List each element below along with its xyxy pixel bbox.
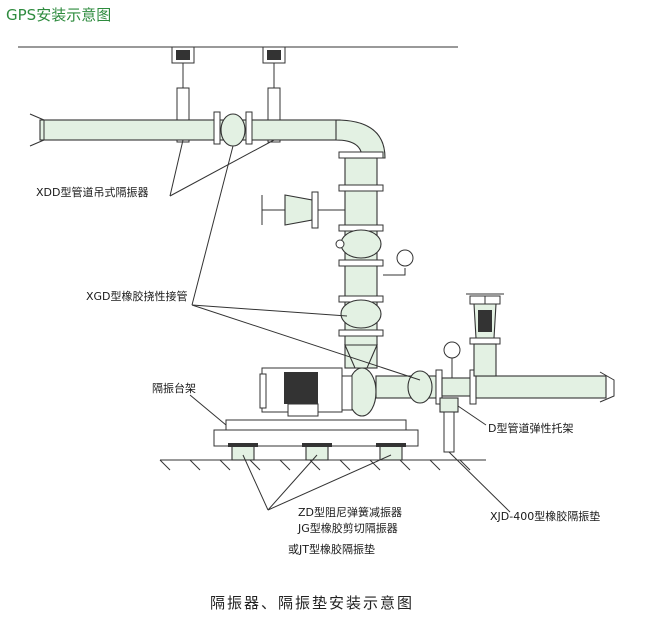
label-jg: JG型橡胶剪切隔振器 [297, 521, 398, 535]
isolator-right [376, 443, 406, 461]
lower-horizontal-pipe [375, 369, 615, 405]
isolator-mid [302, 443, 332, 461]
vibration-platform [213, 419, 419, 447]
d-type-support [439, 397, 459, 453]
leader-lines [169, 139, 511, 513]
pump-motor [259, 367, 377, 417]
label-xjd: XJD-400型橡胶隔振垫 [490, 509, 600, 523]
pressure-gauge-lower [443, 341, 461, 378]
isolator-left [228, 443, 258, 461]
check-valve [466, 293, 504, 377]
header-title: GPS安装示意图 [6, 6, 111, 24]
label-platform: 隔振台架 [152, 381, 196, 395]
gate-valve-side [261, 191, 345, 229]
label-xgd: XGD型橡胶挠性接管 [86, 289, 188, 303]
upper-horizontal-pipe [29, 111, 341, 147]
label-zd: ZD型阻尼弹簧减振器 [298, 505, 402, 519]
ground [159, 459, 486, 471]
label-xdd: XDD型管道吊式隔振器 [36, 185, 148, 199]
label-jt: 或JT型橡胶隔振垫 [288, 542, 375, 556]
diagram-caption: 隔振器、隔振垫安装示意图 [210, 594, 414, 612]
label-d-support: D型管道弹性托架 [488, 421, 573, 435]
vertical-riser [335, 151, 384, 369]
pressure-gauge-upper [383, 249, 414, 276]
